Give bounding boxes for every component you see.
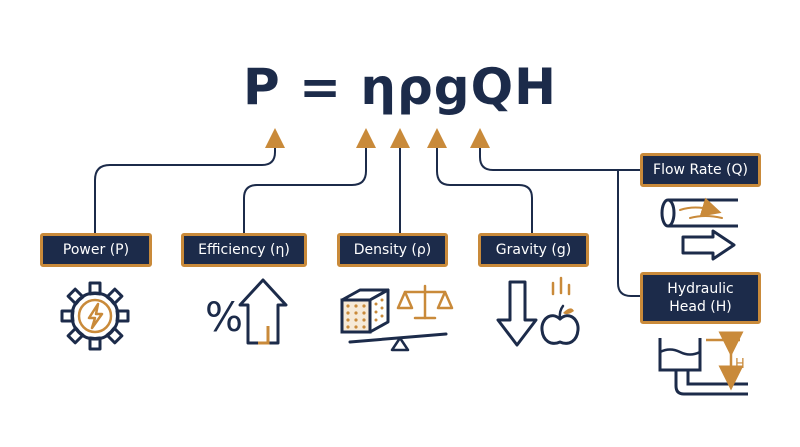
connector-power — [94, 128, 285, 234]
tank-head-icon — [658, 331, 748, 396]
label-power: Power (P) — [40, 233, 152, 267]
formula: P = ηρgQH — [243, 58, 557, 116]
label-efficiency: Efficiency (η) — [181, 233, 307, 267]
connector-gravity — [427, 128, 533, 234]
cube-and-scales-icon — [340, 284, 454, 352]
percent-symbol: % — [205, 295, 244, 341]
connector-efficiency — [243, 128, 376, 234]
gear-lightning-icon — [60, 281, 130, 351]
label-hydraulic-head: Hydraulic Head (H) — [640, 272, 761, 324]
percent-arrow-up-icon — [238, 278, 288, 345]
label-gravity: Gravity (g) — [478, 233, 589, 267]
head-height-marker: H — [735, 357, 745, 372]
down-arrow-apple-icon — [496, 276, 580, 347]
pipe-flow-arrow-icon — [660, 197, 738, 261]
label-density: Density (ρ) — [337, 233, 448, 267]
connector-flow-rate — [470, 128, 641, 171]
label-flow-rate: Flow Rate (Q) — [640, 153, 761, 187]
connector-hydraulic-head — [617, 169, 641, 297]
